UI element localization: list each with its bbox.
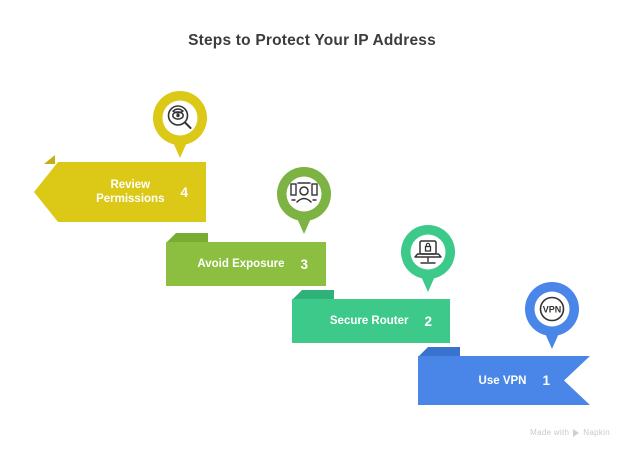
bar-number-secure-router: 2 bbox=[424, 313, 432, 329]
watermark-brand: Napkin bbox=[583, 428, 610, 437]
privacy-face-icon bbox=[277, 167, 331, 234]
fold-tab-review-permissions bbox=[44, 155, 55, 164]
pin-marker-use-vpn[interactable]: VPN bbox=[524, 281, 580, 349]
bar-use-vpn[interactable]: Use VPN 1 bbox=[418, 356, 590, 405]
bar-number-avoid-exposure: 3 bbox=[300, 256, 308, 272]
vpn-badge-icon: VPN bbox=[525, 282, 579, 349]
magnifier-eye-icon bbox=[153, 91, 207, 158]
pin-marker-secure-router[interactable] bbox=[400, 224, 456, 292]
bar-review-permissions[interactable]: Review Permissions 4 bbox=[34, 162, 206, 222]
bar-number-use-vpn: 1 bbox=[542, 373, 550, 388]
bar-avoid-exposure[interactable]: Avoid Exposure 3 bbox=[166, 242, 326, 286]
page-title: Steps to Protect Your IP Address bbox=[188, 32, 436, 49]
fold-tab-avoid-exposure bbox=[166, 233, 208, 243]
bar-label-review-permissions: Review Permissions bbox=[96, 179, 165, 205]
bar-label-avoid-exposure: Avoid Exposure bbox=[197, 258, 285, 270]
fold-tab-secure-router bbox=[292, 290, 334, 300]
bar-secure-router[interactable]: Secure Router 2 bbox=[292, 299, 450, 343]
play-triangle-icon bbox=[573, 428, 580, 437]
watermark-prefix: Made with bbox=[530, 428, 570, 437]
fold-tab-use-vpn bbox=[418, 347, 460, 357]
laptop-lock-icon bbox=[401, 225, 455, 292]
watermark: Made with Napkin bbox=[530, 428, 610, 437]
pin-marker-avoid-exposure[interactable] bbox=[276, 166, 332, 234]
bar-label-use-vpn: Use VPN bbox=[478, 374, 527, 387]
svg-text:VPN: VPN bbox=[543, 305, 562, 315]
bar-label-secure-router: Secure Router bbox=[329, 315, 409, 327]
bar-number-review-permissions: 4 bbox=[180, 184, 188, 200]
pin-marker-review-permissions[interactable] bbox=[152, 90, 208, 158]
